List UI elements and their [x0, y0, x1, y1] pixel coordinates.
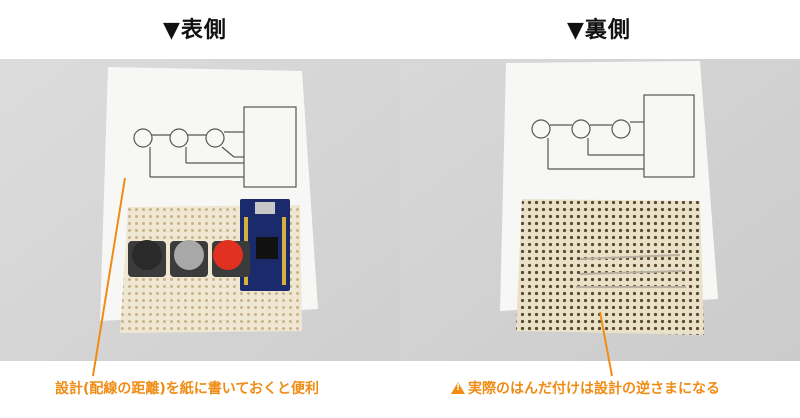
front-side-photo — [0, 59, 400, 361]
push-buttons — [128, 240, 250, 277]
back-side-photo — [400, 59, 800, 361]
back-caption-text: 実際のはんだ付けは設計の逆さまになる — [468, 381, 720, 397]
perfboard-back — [516, 199, 704, 335]
solder-wires — [576, 254, 686, 288]
hand-drawn-schematic — [133, 106, 297, 188]
warning-icon — [451, 382, 465, 394]
back-side-heading: ▼裏側 — [567, 18, 631, 43]
hand-drawn-schematic — [531, 94, 695, 178]
front-side-heading: ▼表側 — [163, 18, 227, 43]
back-caption: 実際のはんだ付けは設計の逆さまになる — [451, 378, 720, 398]
front-caption: 設計(配線の距離)を紙に書いておくと便利 — [55, 381, 319, 397]
